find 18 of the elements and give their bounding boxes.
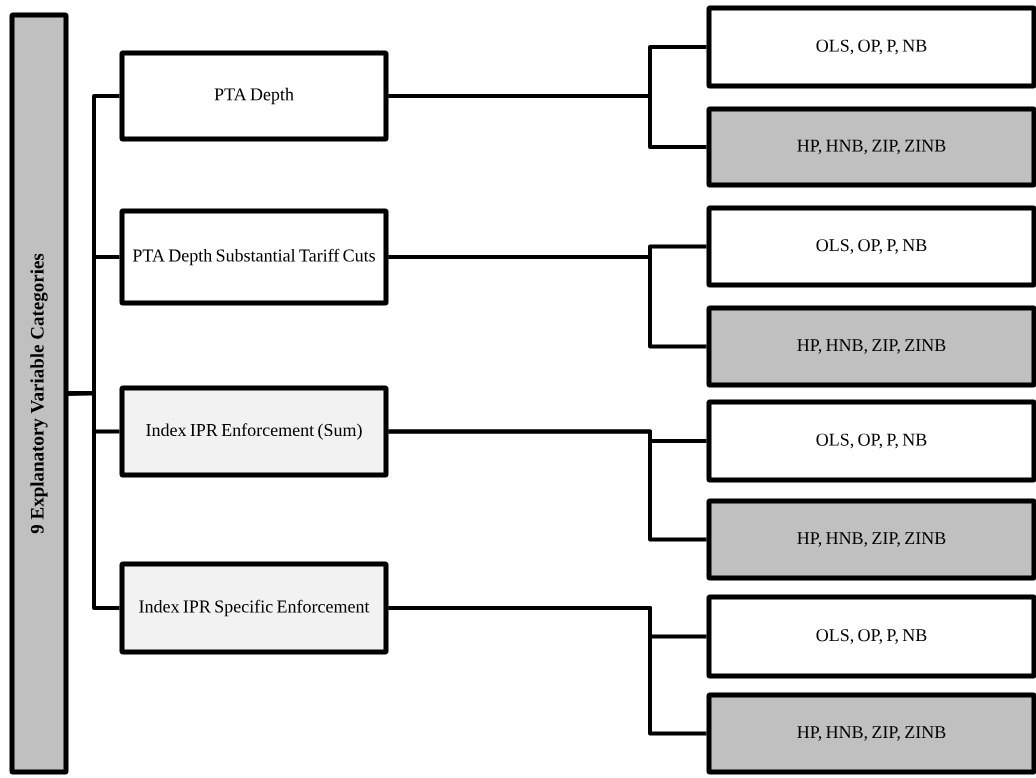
model-box: OLS, OP, P, NB [706, 205, 1036, 288]
model-box: HP, HNB, ZIP, ZINB [706, 498, 1036, 581]
variable-box: PTA Depth Substantial Tariff Cuts [119, 208, 389, 306]
model-box: HP, HNB, ZIP, ZINB [706, 692, 1036, 775]
model-box: OLS, OP, P, NB [706, 399, 1036, 483]
connector-line [388, 429, 707, 542]
model-box: OLS, OP, P, NB [706, 5, 1036, 89]
variable-box: Index IPR Enforcement (Sum) [119, 385, 389, 478]
connector-line [388, 606, 707, 736]
variable-box: Index IPR Specific Enforcement [119, 561, 389, 655]
model-box: HP, HNB, ZIP, ZINB [706, 305, 1036, 388]
model-box: HP, HNB, ZIP, ZINB [706, 106, 1036, 188]
connector-line [65, 391, 120, 610]
category-box: 9 Explanatory Variable Categories [9, 12, 69, 775]
connector-line [388, 94, 707, 149]
connector-line [388, 255, 707, 349]
model-box: OLS, OP, P, NB [706, 594, 1036, 679]
variable-box: PTA Depth [119, 50, 389, 142]
